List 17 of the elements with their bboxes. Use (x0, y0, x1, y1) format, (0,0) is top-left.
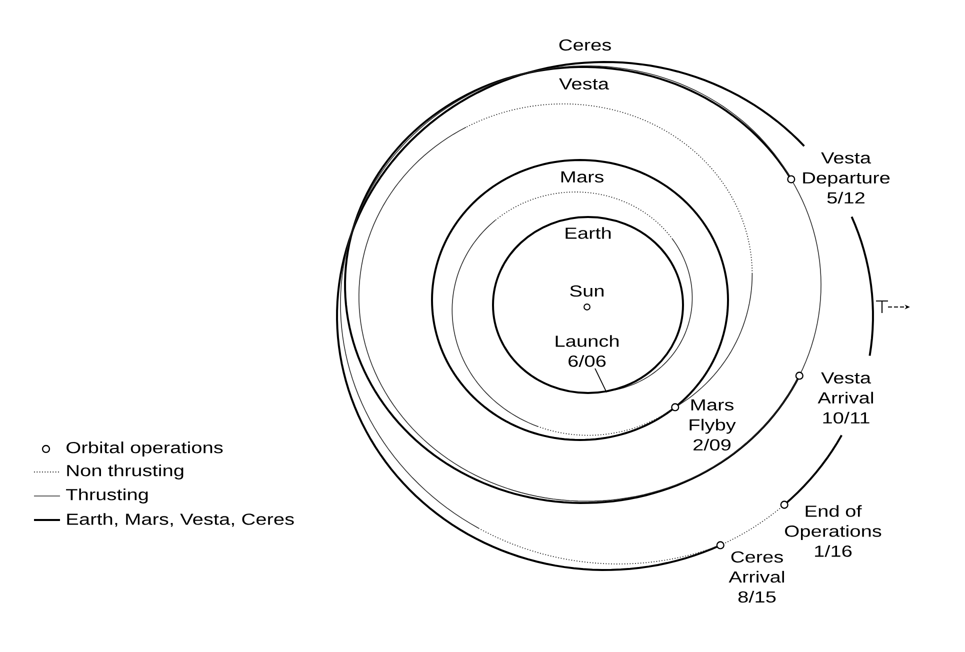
leader-line (594, 368, 608, 393)
sun-label: Sun (570, 285, 604, 297)
legend-label: Orbital operations (66, 442, 223, 456)
legend-label: Non thrusting (67, 464, 184, 480)
event-label: Mars Flyby 2/09 (690, 399, 736, 451)
legend-label: Earth, Mars, Vesta, Ceres (67, 513, 294, 527)
event-label: Vesta Arrival 10/11 (818, 372, 873, 424)
orbit-label: Vesta (559, 78, 610, 90)
orbit-label: Earth (566, 227, 611, 239)
event-label: End of Operations 1/16 (785, 505, 882, 557)
orbit-ring (492, 216, 684, 394)
orbit-label: Mars (561, 171, 604, 183)
orbit-label: Ceres (559, 39, 611, 51)
legend-label: Thrusting (66, 488, 148, 504)
event-label: Ceres Arrival 8/15 (728, 551, 784, 603)
event-label: Launch 6/06 (556, 335, 618, 367)
event-label: Vesta Departure 5/12 (803, 152, 890, 204)
